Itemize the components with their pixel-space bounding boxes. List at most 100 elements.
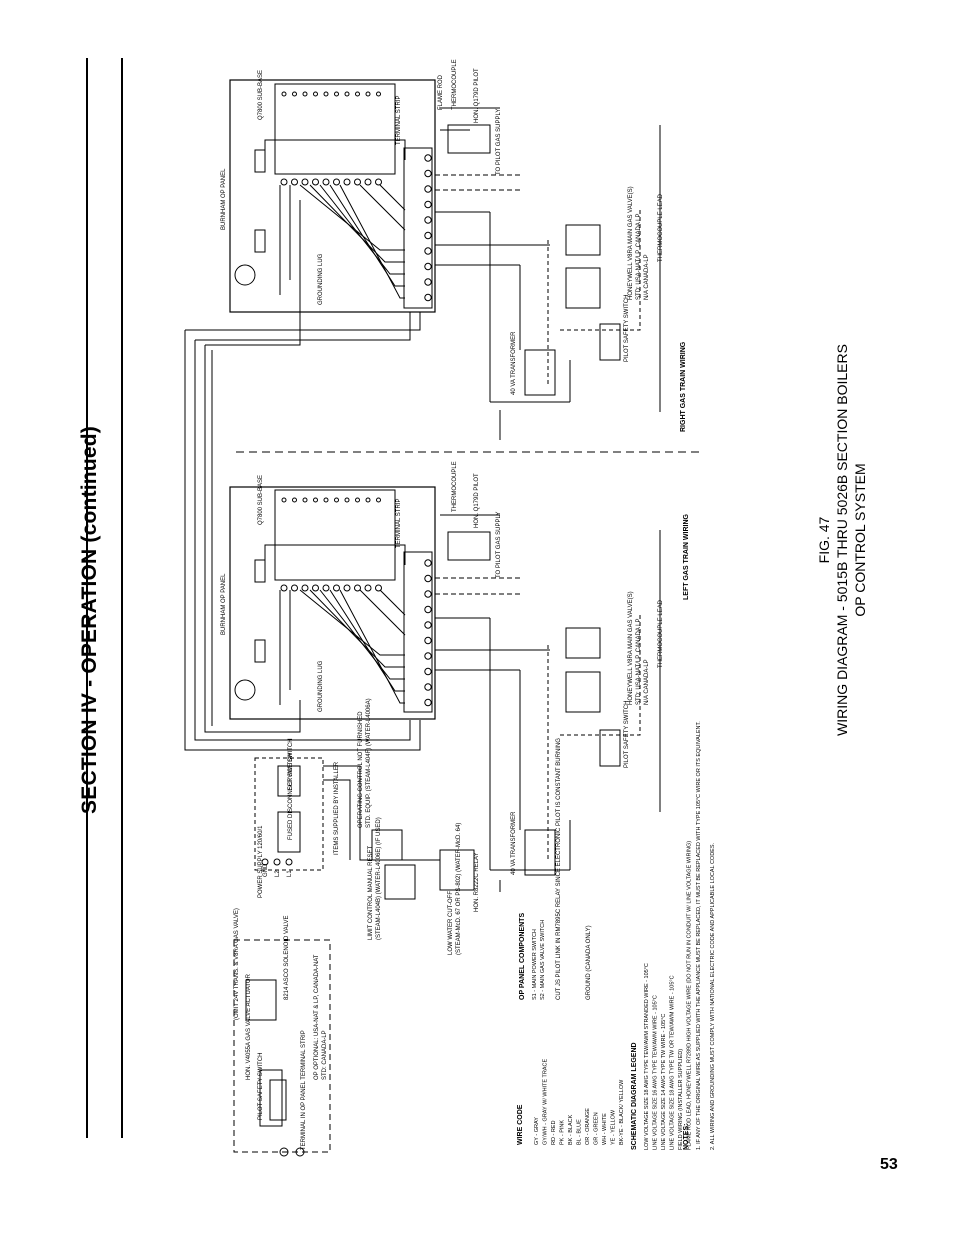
op-components-title: OP PANEL COMPONENTS [519,913,526,1000]
subbase-terminal [375,178,382,186]
legend-title: SCHEMATIC DIAGRAM LEGEND [631,1042,638,1150]
subbase-terminal [291,584,298,592]
figure-number: FIG. 47 [816,516,832,564]
right-subbase-terminals [280,91,382,186]
terminal [424,169,432,178]
subbase-terminal [291,178,298,186]
right-panel-lamp [234,264,256,286]
left-terminals [424,559,432,707]
wire-code-entry: GR - GREEN [594,1112,600,1145]
subbase-terminal-top [313,91,318,97]
terminal [424,652,432,660]
wire-code-entry: PK - PINK [560,1120,566,1145]
subbase-terminal [375,584,382,592]
terminal-l1 [285,858,293,866]
subbase-terminal [354,584,361,592]
left-module-label: Q7800 SUB-BASE [258,475,264,525]
wire-code-entry: WH - WHITE [602,1113,608,1145]
options-standard-label: STD: CANADA-LP [322,1030,328,1080]
right-panel-label: BURNHAM OP PANEL [221,168,227,230]
left-valve-label-3: N/A CANADA-LP [644,659,650,705]
subbase-terminal-top [355,91,360,97]
asco-solenoid-box [245,979,277,1021]
left-thermocouple-label: THERMOCOUPLE [452,461,458,512]
options-safety-switch-label: PILOT SAFETY SWITCH [258,1053,264,1120]
subbase-terminal-top [313,497,318,503]
subbase-terminal-top [334,497,339,503]
left-transformer-label: 40 VA TRANSFORMER [511,811,517,875]
terminal-l2 [273,858,281,866]
subbase-terminal [333,178,340,186]
terminal [424,293,432,302]
limit-control-label-2: (STEAM-L404B) (WATER-L4006E) (IF USED) [376,817,382,940]
terminal [424,262,432,271]
right-flame-rod-label: FLAME ROD [438,74,444,110]
subbase-terminal-top [344,91,350,97]
left-valve-label-1: HONEYWELL V8RA MAIN GAS VALVE(S) [628,591,634,705]
terminal [424,636,432,645]
subbase-terminal [364,178,372,186]
wire-code-entry: BK-YE - BLACK/ YELLOW [619,1079,625,1145]
op-components-note-1: CUT JS PILOT LINK IN RM7895C RELAY SINCE… [556,738,562,1000]
options-asco-label: 8214 ASCO SOLENOID VALVE [284,916,290,1000]
wire-code-entry: OR - ORANGE [585,1108,591,1145]
page-rule-left [86,58,88,1138]
subbase-terminal-top [302,497,308,503]
terminal [424,590,432,598]
subbase-terminal-top [323,91,329,97]
v4055a-actuator-box [259,1069,283,1127]
left-train-label: LEFT GAS TRAIN WIRING [683,514,690,600]
right-pilot-supply-label: TO PILOT GAS SUPPLY [496,109,502,175]
figure-subtitle: OP CONTROL SYSTEM [852,463,868,617]
right-pilot-switch-label: PILOT SAFETY SWITCH [624,295,630,362]
left-op-panel-box [229,486,436,720]
subbase-terminal-top [281,497,287,503]
subbase-terminal [343,178,351,186]
terminal [424,683,432,691]
wire-code-entry: GY - GRAY [534,1117,540,1145]
notes-entries: 1. IF ANY OF THE ORIGINAL WIRE AS SUPPLI… [696,721,716,1150]
subbase-terminal [333,584,340,592]
right-valve-label-2: STD: USA-NAT/LP, CANADA LP [636,214,642,300]
right-pilot-assembly [447,124,491,154]
terminal [424,559,432,567]
right-valve-label-3: N/A CANADA-LP [644,254,650,300]
right-transformer [524,349,556,396]
terminal [424,154,432,162]
op-components-note-2: GROUND (CANADA ONLY) [586,925,592,1000]
subbase-terminal [322,584,330,592]
options-terminal-strip-label: TERMINAL IN OP PANEL TERMINAL STRIP [301,1030,307,1150]
op-component-entry: S1 - MAIN POWER SWITCH [532,929,538,1000]
subbase-terminal [280,178,288,186]
legend-entry: FIELD WIRING (INSTALLER SUPPLIED) [678,1049,684,1150]
subbase-terminal [364,584,372,592]
page-number: 53 [880,1156,898,1173]
subbase-terminal [301,584,309,592]
right-switch-s1 [254,229,266,253]
subbase-terminal [322,178,330,186]
legend-entry: LINE VOLTAGE SIZE 14 AWG TYPE TW WIRE - … [661,1014,667,1150]
subbase-terminal-top [292,497,297,503]
subbase-terminal-top [355,497,360,503]
right-transformer-label: 40 VA TRANSFORMER [511,331,517,395]
subbase-terminal-top [334,91,339,97]
right-valve-label-1: HONEYWELL V8RA MAIN GAS VALVE(S) [628,186,634,300]
left-gas-valve-1 [565,627,601,659]
terminal [424,605,432,614]
options-optional-label: OP OPTIONAL: USA-NAT & LP, CANADA-NAT [314,954,320,1080]
right-thermocouple-label: THERMOCOUPLE [452,59,458,110]
right-pilot-label: HON. Q179D PILOT [474,68,480,123]
terminal [424,216,432,224]
left-pilot-safety [599,729,621,767]
left-transformer [524,829,556,876]
subbase-terminal [312,178,319,186]
right-switch-s2 [254,149,266,173]
legend-entries: LOW VOLTAGE SIZE 18 AWG TYPE TEW/AWM STR… [644,841,693,1150]
l1-label: L1 [287,870,293,877]
options-top-note: (OMIT 24V TRANS. & V8RA GAS VALVE) [234,908,240,1020]
terminal [424,621,432,629]
options-solenoid-label: HON. V4055A GAS VALVE ACTUATOR [246,973,252,1080]
